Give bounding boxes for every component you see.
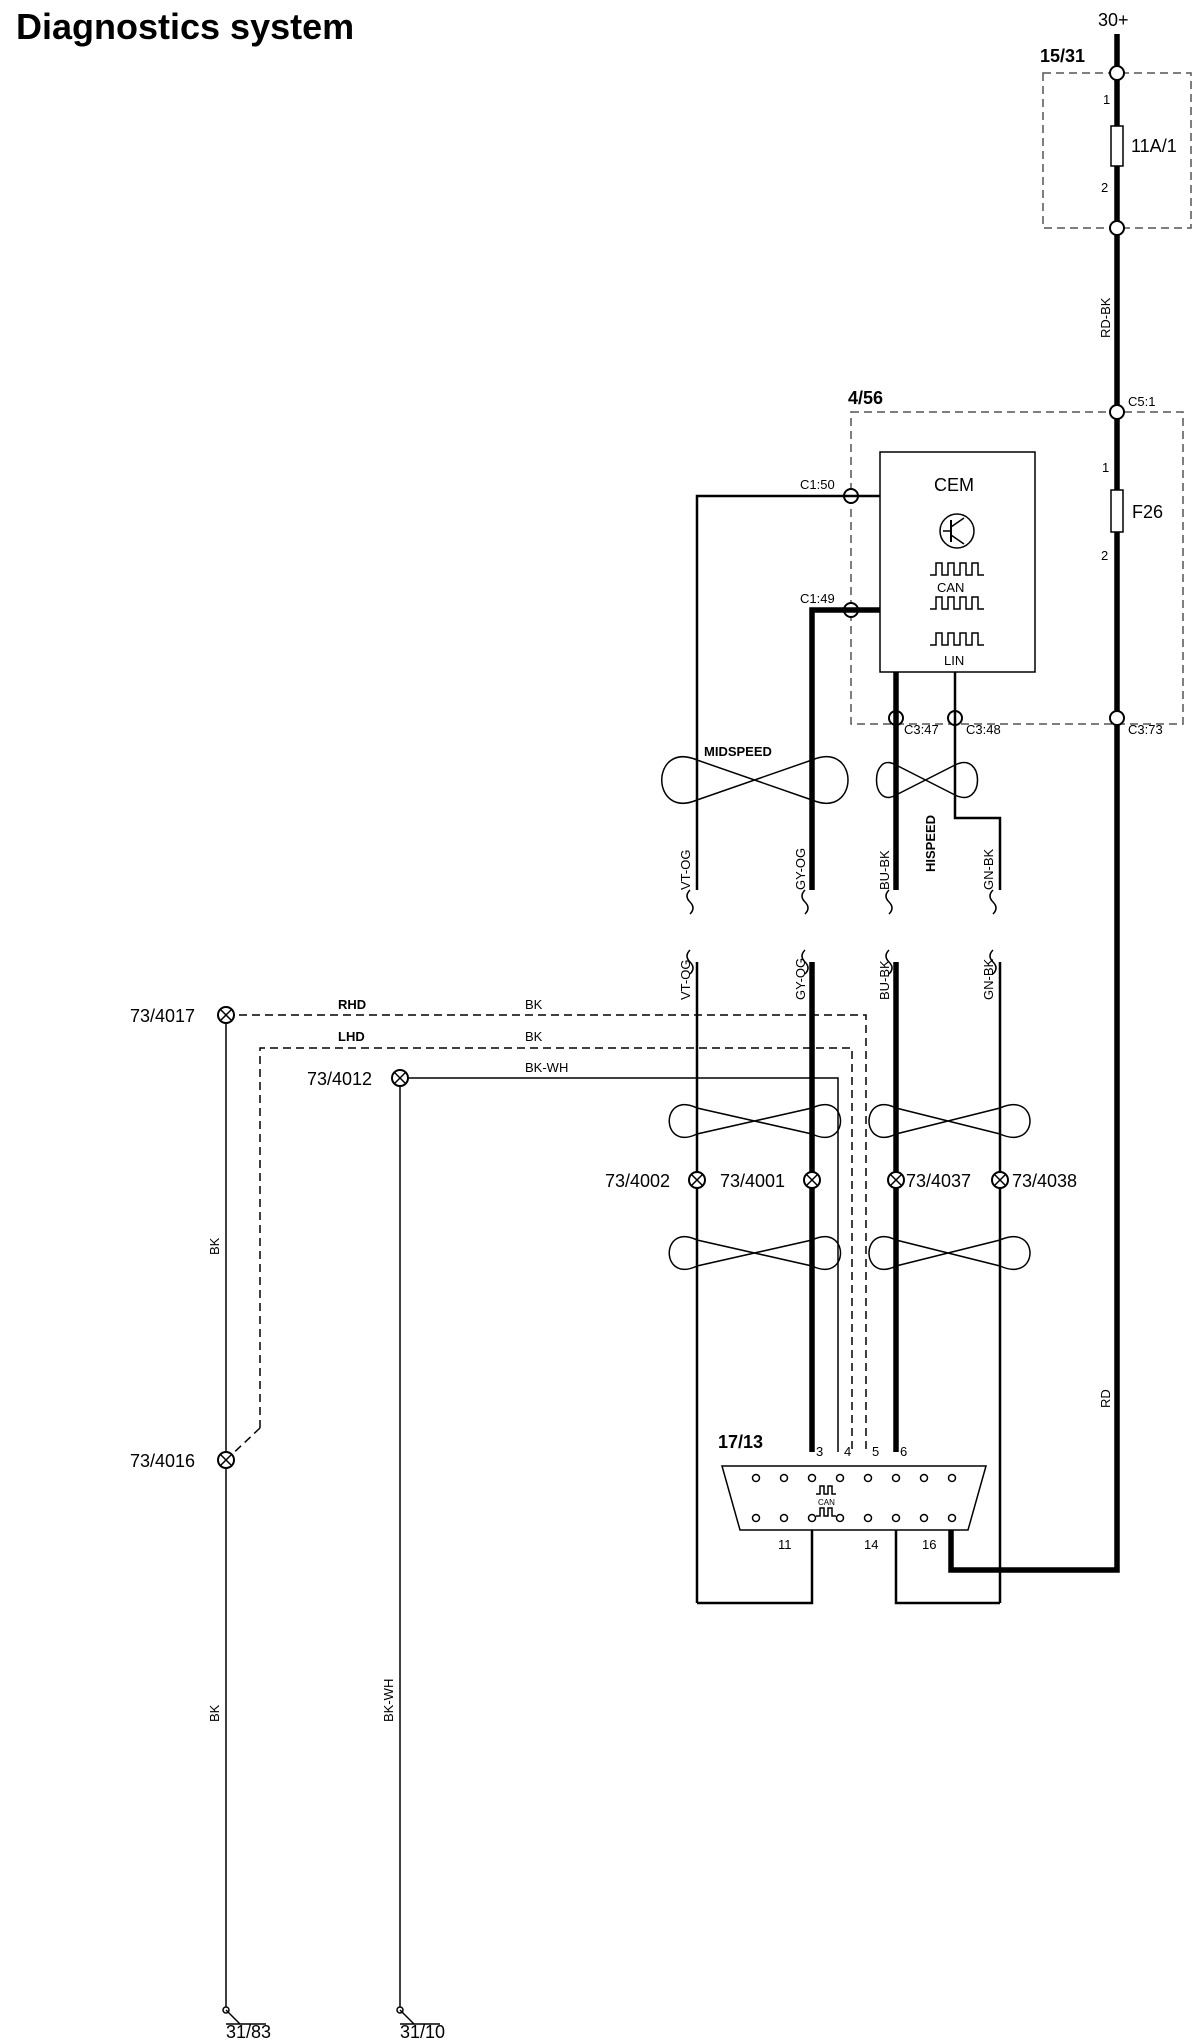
upper-vt-og-label: VT-OG (678, 850, 693, 890)
wire-rd-to-dlc (948, 852, 1120, 1573)
supply-label: 30+ (1098, 10, 1129, 30)
fuse-11a1-pin-out: 2 (1101, 180, 1108, 195)
rhd-wire-label: BK (525, 997, 543, 1012)
cem-pin-c5-1 (1109, 404, 1125, 420)
splice-4038-label: 73/4038 (1012, 1171, 1077, 1191)
lhd-wire-label: BK (525, 1029, 543, 1044)
fuse-f26-pin-in: 1 (1102, 460, 1109, 475)
wire-bk-wh-top (400, 1077, 839, 1452)
splice-4017-label: 73/4017 (130, 1006, 195, 1026)
dlc-pin-16-label: 16 (922, 1537, 936, 1552)
splice-4017-icon (217, 1006, 235, 1024)
wire-gn-bk-upper (953, 718, 1002, 890)
ground-3183-label: 31/83 (226, 2022, 271, 2040)
fuse-box-1-terminal-out (1109, 220, 1125, 236)
lower-bu-bk-label: BU-BK (877, 960, 892, 1000)
cem-pin-c3-48-label: C3:48 (966, 722, 1001, 737)
twist-vt-gy-upper (668, 1104, 842, 1138)
wire-rhd-bk (226, 1014, 867, 1452)
cem-pin-c3-73-label: C3:73 (1128, 722, 1163, 737)
splice-4001-icon (803, 1171, 821, 1189)
splice-4002-label: 73/4002 (605, 1171, 670, 1191)
splice-4016-icon (217, 1451, 235, 1469)
wire-gn-bk-to-pin-14 (894, 1530, 1000, 1605)
lin-signal-icon (930, 632, 984, 646)
cem-pin-c3-73 (1109, 710, 1125, 726)
ground-3110-label: 31/10 (400, 2022, 445, 2040)
ground-symbol-3183 (222, 2006, 266, 2025)
dlc-pins-top (751, 1473, 957, 1483)
splice-4001-label: 73/4001 (720, 1171, 785, 1191)
fuse-11a1-label: 11A/1 (1131, 136, 1177, 156)
dlc-pin-3-label: 3 (816, 1444, 823, 1459)
dlc-can-label: CAN (818, 1498, 835, 1507)
twist-vt-gy-lower (668, 1236, 842, 1270)
hispeed-twist (875, 761, 979, 799)
upper-gy-og-label: GY-OG (793, 848, 808, 890)
cem-pin-c5-1-label: C5:1 (1128, 394, 1155, 409)
bk-wh-left-label: BK-WH (381, 1679, 396, 1722)
hispeed-label: HISPEED (923, 815, 938, 872)
splice-4038-icon (991, 1171, 1009, 1189)
cem-outline (850, 411, 1184, 725)
fuse-box-1-terminal-in (1109, 65, 1125, 81)
fuse-f26-pin-out: 2 (1101, 548, 1108, 563)
cem-pin-c3-47-label: C3:47 (904, 722, 939, 737)
wire-lhd-bk-to-splice (225, 1427, 261, 1461)
twist-bu-gn-lower (868, 1236, 1031, 1270)
dlc-pin-4-label: 4 (844, 1444, 851, 1459)
wire-rd-bk-label: RD-BK (1098, 297, 1113, 338)
wire-rd-label: RD (1098, 1389, 1113, 1408)
lower-gy-og-label: GY-OG (793, 958, 808, 1000)
fuse-11a1-symbol (1110, 125, 1124, 167)
lhd-label: LHD (338, 1029, 365, 1044)
dlc-pins-bottom (751, 1513, 957, 1523)
midspeed-label: MIDSPEED (704, 744, 772, 759)
wire-gy-og-upper (809, 607, 851, 890)
lower-gn-bk-label: GN-BK (981, 959, 996, 1001)
cem-ref: 4/56 (848, 388, 883, 408)
fuse-box-1-ref: 15/31 (1040, 46, 1085, 66)
splice-4012-icon (391, 1069, 409, 1087)
cem-pin-c1-50-label: C1:50 (800, 477, 835, 492)
cem-pin-c1-49-label: C1:49 (800, 591, 835, 606)
wire-vt-og-upper (695, 494, 851, 890)
wire-vt-og-to-pin-11 (697, 1530, 814, 1605)
upper-gn-bk-label: GN-BK (981, 849, 996, 891)
bk-left-label-lower: BK (207, 1704, 222, 1722)
midspeed-twist (661, 756, 849, 804)
transistor-icon (939, 513, 975, 549)
twist-bu-gn-upper (868, 1104, 1031, 1138)
dlc-pin-11-label: 11 (778, 1537, 792, 1552)
fuse-f26-label: F26 (1132, 502, 1163, 522)
diagram-title: Diagnostics system (16, 6, 355, 47)
lower-vt-og-label: VT-OG (678, 960, 693, 1000)
cem-lin-label: LIN (944, 653, 964, 668)
bk-wh-top-label: BK-WH (525, 1060, 568, 1075)
bk-left-label-upper: BK (207, 1237, 222, 1255)
splice-4016-label: 73/4016 (130, 1451, 195, 1471)
cem-can-label: CAN (937, 580, 964, 595)
wire-break-marks (686, 889, 997, 975)
dlc-pin-5-label: 5 (872, 1444, 879, 1459)
dlc-can-icon (816, 1485, 836, 1517)
dlc-pin-14-label: 14 (864, 1537, 878, 1552)
fuse-f26-symbol (1110, 489, 1124, 533)
dlc-pin-6-label: 6 (900, 1444, 907, 1459)
splice-4012-label: 73/4012 (307, 1069, 372, 1089)
upper-bu-bk-label: BU-BK (877, 850, 892, 890)
splice-4002-icon (688, 1171, 706, 1189)
ground-symbol-3110 (396, 2006, 440, 2025)
dlc-connector-body (721, 1465, 987, 1531)
cem-name: CEM (934, 475, 974, 495)
rhd-label: RHD (338, 997, 366, 1012)
fuse-11a1-pin-in: 1 (1103, 92, 1110, 107)
splice-4037-icon (887, 1171, 905, 1189)
dlc-ref: 17/13 (718, 1432, 763, 1452)
wire-lhd-bk (259, 1047, 853, 1452)
can-signal-icon (930, 562, 984, 610)
cem-block (879, 451, 1036, 673)
splice-4037-label: 73/4037 (906, 1171, 971, 1191)
